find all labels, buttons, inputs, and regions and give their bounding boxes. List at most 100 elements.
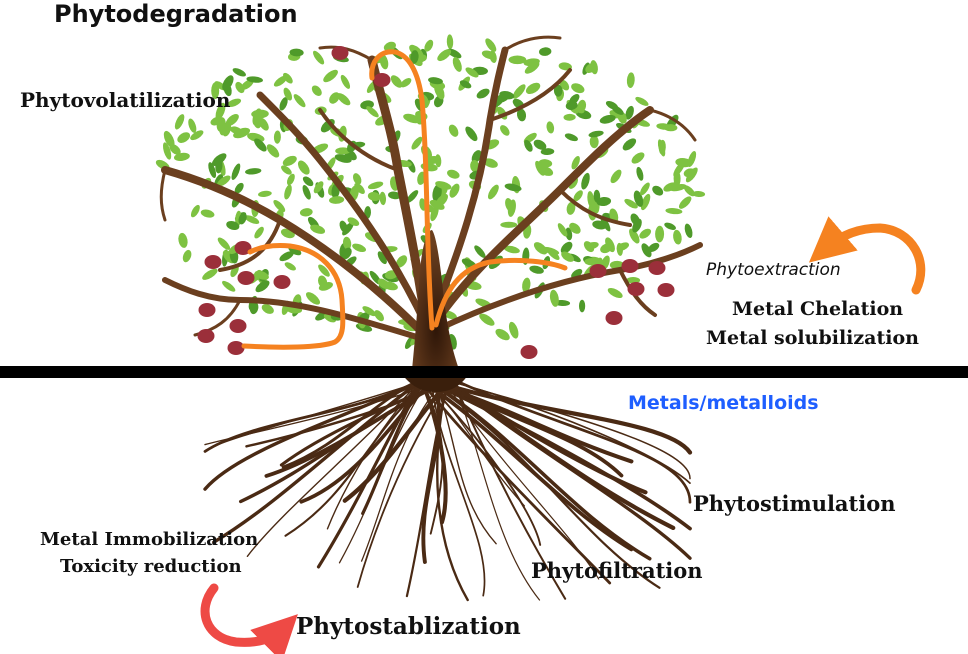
leaf	[504, 183, 522, 192]
leaf	[342, 221, 354, 236]
leaf	[632, 218, 642, 233]
leaf	[533, 242, 548, 255]
leaf	[487, 184, 499, 200]
leaf	[266, 144, 280, 158]
fruit	[229, 319, 247, 333]
leaf	[452, 56, 462, 72]
leaf	[585, 241, 599, 250]
leaf	[678, 196, 692, 209]
leaf	[641, 243, 652, 258]
label-metal-solubilization: Metal solubilization	[706, 327, 919, 349]
leaf	[524, 139, 533, 152]
leaf	[323, 69, 338, 83]
fruit	[621, 259, 639, 273]
leaf	[190, 204, 200, 218]
leaf	[481, 50, 496, 60]
leaf	[571, 155, 580, 170]
leaf	[313, 50, 325, 65]
leaf	[352, 243, 367, 252]
leaf	[188, 118, 197, 133]
leaf	[284, 184, 292, 200]
leaf	[377, 251, 387, 265]
leaf	[424, 39, 434, 52]
leaf	[396, 255, 408, 268]
leaf	[367, 192, 381, 201]
fruit	[204, 255, 222, 269]
leaf	[254, 226, 264, 239]
label-phytovolatilization: Phytovolatilization	[20, 88, 231, 112]
leaf	[684, 223, 693, 239]
root	[433, 379, 497, 545]
leaf	[273, 75, 288, 87]
leaf	[254, 138, 267, 152]
leaf	[200, 209, 215, 218]
leaf	[323, 313, 336, 323]
leaf	[584, 257, 600, 266]
leaf	[635, 96, 649, 106]
leaf	[592, 220, 607, 230]
leaf	[337, 93, 351, 106]
leaf	[366, 106, 379, 118]
leaf	[210, 116, 223, 126]
leaf	[258, 117, 269, 131]
leaf	[231, 163, 241, 180]
leaf	[648, 242, 660, 252]
fruit	[627, 282, 645, 296]
leaf	[655, 225, 665, 243]
leaf	[523, 58, 540, 67]
leaf	[656, 123, 671, 130]
leaf	[449, 183, 460, 198]
leaf	[208, 162, 217, 179]
leaf	[410, 50, 419, 64]
leaf	[499, 91, 515, 100]
leaf	[573, 190, 583, 202]
leaf	[226, 98, 242, 108]
root	[326, 379, 424, 530]
fruit	[198, 303, 216, 317]
leaf	[605, 100, 619, 110]
leaf	[310, 224, 326, 234]
tree-trunk	[412, 230, 460, 372]
tree-branches	[159, 35, 703, 345]
leaf	[352, 173, 362, 185]
root	[246, 379, 422, 557]
leaf	[569, 222, 581, 234]
leaf	[182, 249, 192, 263]
leaf	[549, 289, 559, 307]
leaf	[566, 201, 576, 215]
leaf	[692, 190, 706, 198]
leaf	[664, 222, 676, 230]
leaf	[622, 138, 637, 151]
root	[419, 379, 444, 535]
leaf	[465, 67, 479, 78]
leaf	[599, 114, 616, 124]
leaf	[226, 220, 240, 231]
leaf	[508, 321, 519, 339]
leaf	[533, 139, 547, 150]
leaf	[342, 236, 352, 250]
leaf	[225, 113, 239, 127]
leaf	[238, 212, 247, 225]
leaf	[503, 245, 520, 254]
label-phytostablization: Phytostablization	[296, 613, 521, 640]
leaf	[273, 130, 281, 144]
leaf	[411, 136, 423, 150]
fruit	[331, 46, 349, 60]
leaf	[447, 169, 460, 179]
leaf	[311, 85, 322, 96]
leaf	[558, 62, 572, 71]
leaf	[563, 113, 576, 121]
leaf	[636, 166, 644, 181]
leaf	[261, 304, 274, 314]
leaf	[539, 47, 552, 56]
leaf	[273, 199, 286, 213]
leaf	[546, 121, 555, 134]
leaf	[685, 167, 698, 183]
leaf	[557, 223, 568, 237]
leaf	[596, 196, 612, 207]
leaf	[538, 159, 553, 168]
leaf	[382, 281, 398, 291]
leaf	[624, 198, 638, 209]
leaf	[174, 114, 185, 130]
